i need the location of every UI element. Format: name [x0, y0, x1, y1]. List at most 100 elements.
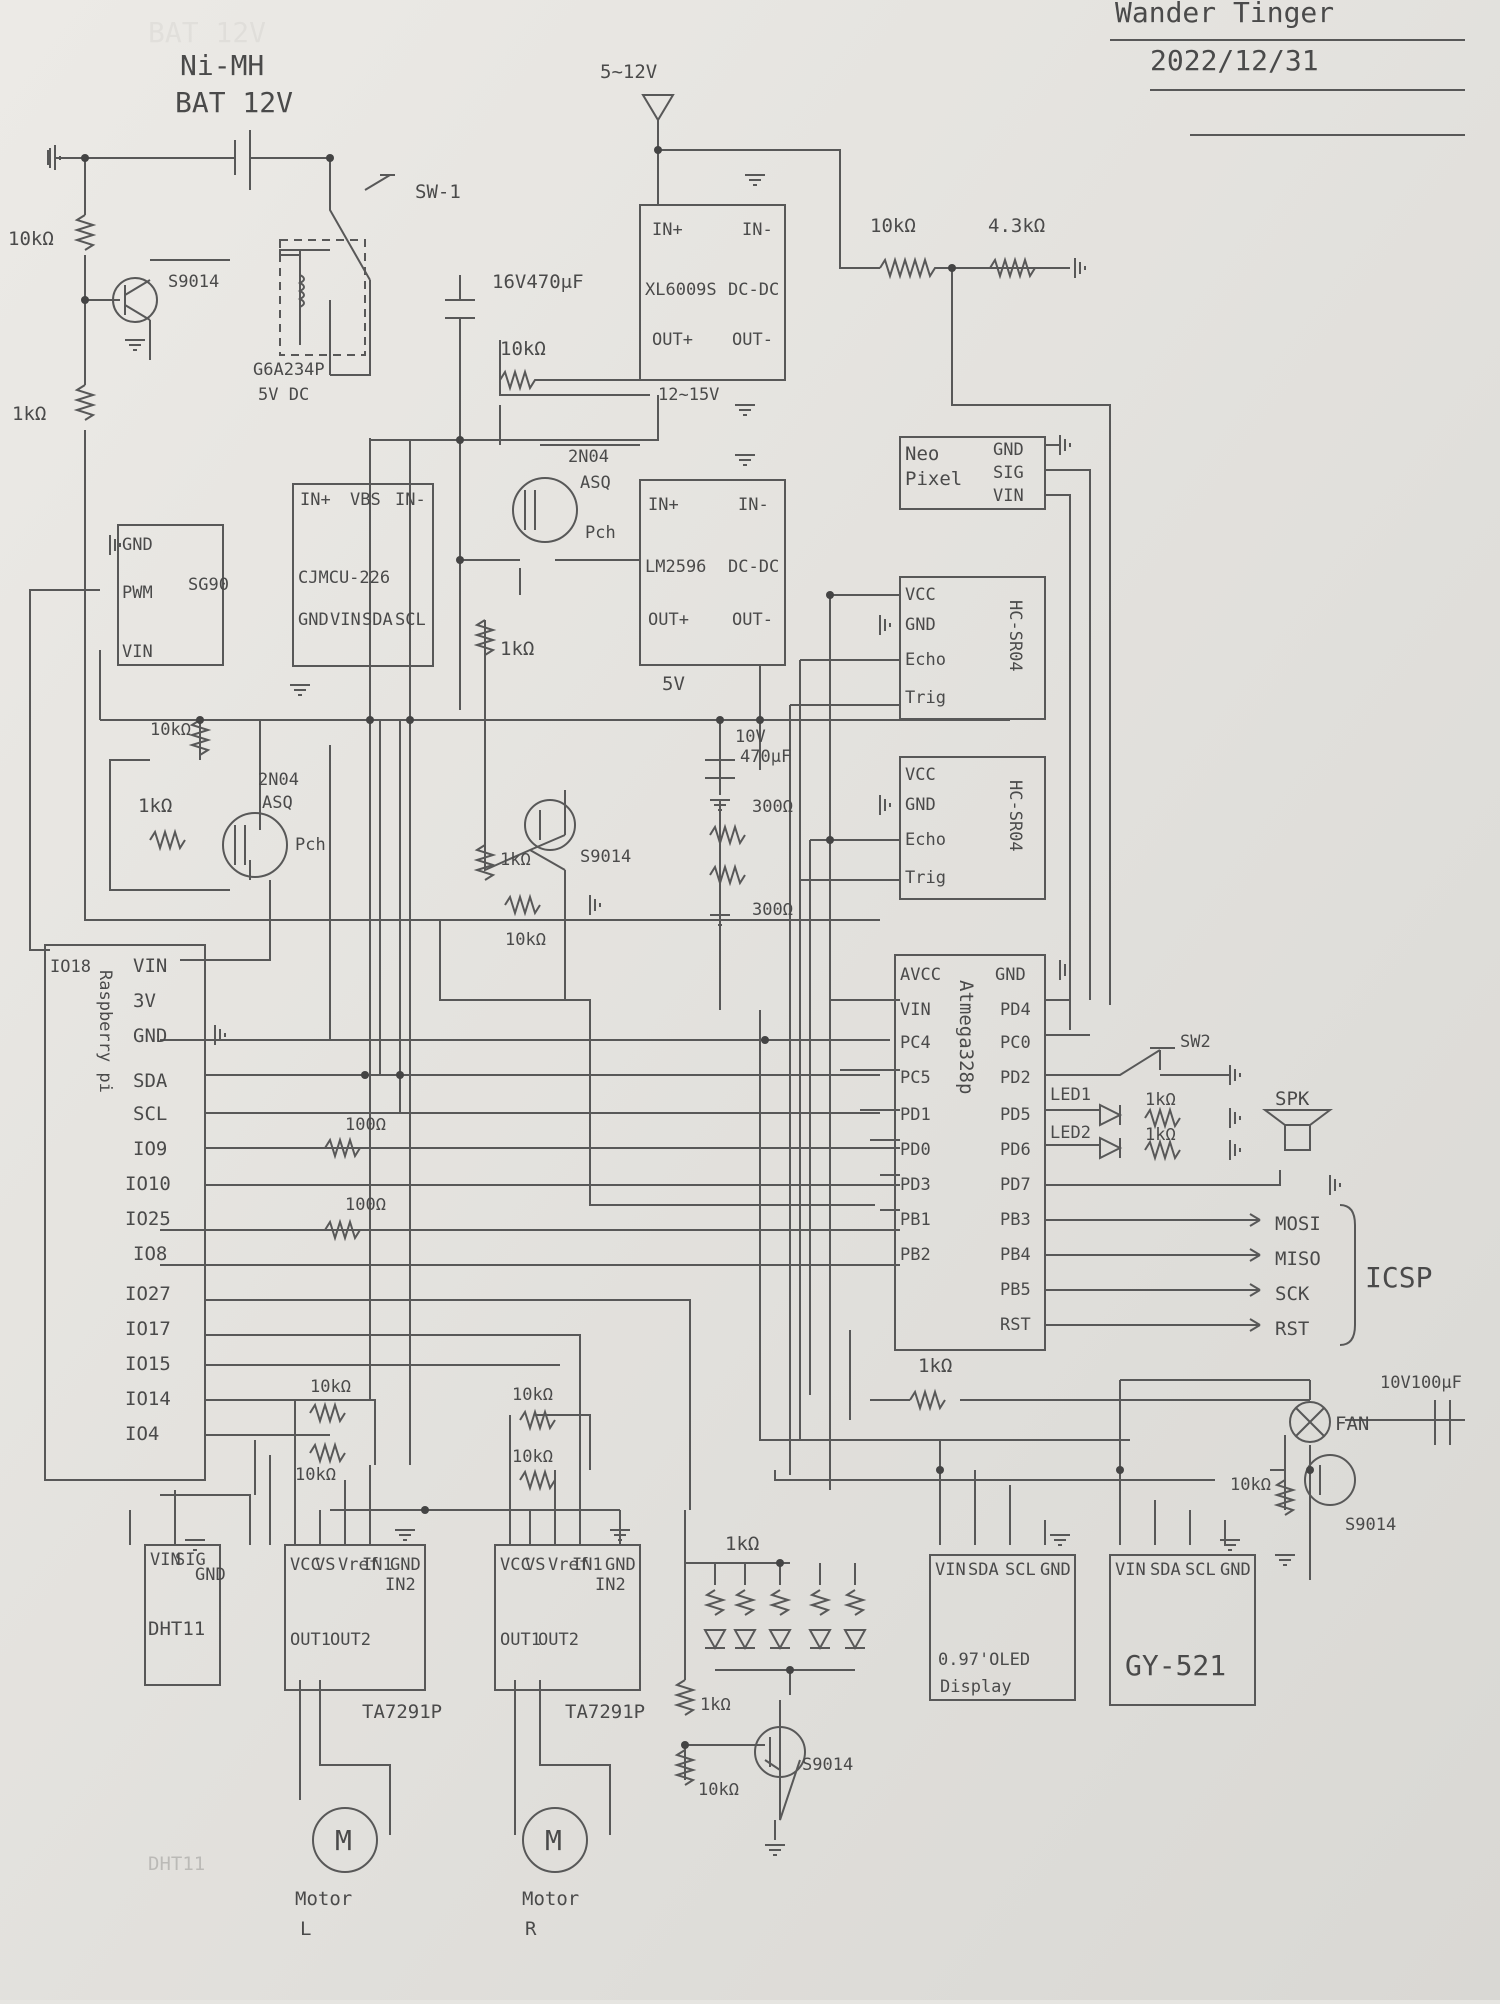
m1-label-1: 2N04 — [568, 447, 609, 467]
q2-label: S9014 — [580, 847, 631, 867]
c2-capacity: 470μF — [740, 747, 791, 767]
dht11-ghost: DHT11 — [148, 1853, 205, 1875]
lm2596-in-plus: IN+ — [648, 495, 679, 515]
motor-left-label-2: L — [300, 1918, 311, 1940]
resistor-10k-div — [879, 256, 950, 280]
r10k-m3-label: 10kΩ — [512, 1385, 553, 1405]
atmega-left-pd1: PD1 — [900, 1105, 931, 1125]
capacitor-c3 — [1434, 1400, 1451, 1445]
r1k-mid-label: 1kΩ — [500, 638, 534, 660]
r1k-led1-label: 1kΩ — [1145, 1090, 1176, 1110]
resistor-10k-gate — [499, 368, 640, 392]
oled-pin-vin: VIN — [935, 1560, 966, 1580]
hcsr04-2-name: HC-SR04 — [1005, 780, 1025, 852]
r43k-div-label: 4.3kΩ — [988, 215, 1045, 237]
hcsr04-2-gnd: GND — [905, 795, 936, 815]
raspberry-pi-module — [44, 944, 206, 1481]
rpi-pin-io8: IO8 — [133, 1243, 167, 1265]
r1k-left-label: 1kΩ — [12, 403, 46, 425]
led1-label: LED1 — [1050, 1085, 1091, 1105]
supply-input-label: 5~12V — [600, 61, 657, 83]
r10k-div-label: 10kΩ — [870, 215, 916, 237]
r100-b-label: 100Ω — [345, 1195, 386, 1215]
fan-label: FAN — [1335, 1413, 1369, 1435]
fan-icon — [1289, 1401, 1331, 1443]
icsp-mosi: MOSI — [1275, 1213, 1321, 1235]
r1k-mos-label: 1kΩ — [138, 795, 172, 817]
rpi-pin-io25: IO25 — [125, 1208, 171, 1230]
atmega-left-pd3: PD3 — [900, 1175, 931, 1195]
motor-right-label-2: R — [525, 1918, 537, 1940]
ta-right-out1: OUT1 — [500, 1630, 541, 1650]
neopixel-pin-sig: SIG — [993, 463, 1024, 483]
led2-icon — [1099, 1136, 1123, 1160]
m1-label-3: Pch — [585, 523, 616, 543]
speaker-icon — [1262, 1109, 1333, 1151]
mosfet-m2-icon — [222, 812, 288, 878]
battery-label-2: BAT 12V — [175, 86, 293, 119]
dht11-module — [144, 1544, 221, 1686]
ta-right-out2: OUT2 — [538, 1630, 579, 1650]
hcsr04-2-vcc: VCC — [905, 765, 936, 785]
led1-icon — [1099, 1103, 1123, 1127]
gy521-name: GY-521 — [1125, 1649, 1226, 1682]
gy521-pin-gnd: GND — [1220, 1560, 1251, 1580]
r1k-q2-label: 1kΩ — [500, 850, 531, 870]
mosfet-m1-icon — [512, 477, 578, 543]
ta-right-name: TA7291P — [565, 1701, 645, 1723]
r10k-m1-label: 10kΩ — [310, 1377, 351, 1397]
atmega-right-rst: RST — [1000, 1315, 1031, 1335]
ta-left-out1: OUT1 — [290, 1630, 331, 1650]
resistor-300-b — [709, 863, 746, 887]
lm2596-in-minus: IN- — [738, 495, 769, 515]
resistor-1k-mos — [149, 828, 186, 852]
r10k-fan-label: 10kΩ — [1230, 1475, 1271, 1495]
lm2596-out-plus: OUT+ — [648, 610, 689, 630]
ta-left-vcc: VCC — [290, 1555, 321, 1575]
r300-a-label: 300Ω — [752, 797, 793, 817]
c3-label: 10V100μF — [1380, 1373, 1462, 1393]
atmega-right-pd7: PD7 — [1000, 1175, 1031, 1195]
lm2596-out-label: 5V — [662, 673, 685, 695]
r10k-mos-label: 10kΩ — [150, 720, 191, 740]
atmega-right-pd2: PD2 — [1000, 1068, 1031, 1088]
atmega-left-pd0: PD0 — [900, 1140, 931, 1160]
atmega-right-pd4: PD4 — [1000, 1000, 1031, 1020]
icsp-title: ICSP — [1365, 1261, 1432, 1294]
transistor-q4-icon — [1304, 1454, 1356, 1506]
cjmcu-bottom-2: VIN — [330, 610, 361, 630]
cjmcu-bottom-3: SDA — [362, 610, 393, 630]
r1k-led2-label: 1kΩ — [1145, 1125, 1176, 1145]
motor-driver-left — [284, 1544, 426, 1691]
resistor-100-b — [324, 1218, 361, 1242]
ta-left-vs: VS — [315, 1555, 335, 1575]
atmega-right-pd5: PD5 — [1000, 1105, 1031, 1125]
atmega-name: Atmega328p — [955, 980, 977, 1094]
cjmcu-top-3: IN- — [395, 490, 426, 510]
resistor-10k-m3 — [519, 1408, 556, 1432]
icsp-miso: MISO — [1275, 1248, 1321, 1270]
r10k-m4-label: 10kΩ — [512, 1447, 553, 1467]
resistor-1k-fan — [909, 1388, 946, 1412]
atmega-right-gnd: GND — [995, 965, 1026, 985]
resistors — [73, 214, 1297, 1786]
atmega-left-pb2: PB2 — [900, 1245, 931, 1265]
cjmcu-bottom-4: SCL — [395, 610, 426, 630]
ta-right-vs: VS — [525, 1555, 545, 1575]
oled-label-2: Display — [940, 1677, 1012, 1697]
resistor-300-a — [709, 823, 746, 847]
relay-outline — [279, 239, 366, 356]
resistor-10k-qled — [673, 1749, 697, 1786]
neopixel-module — [899, 436, 1046, 510]
resistor-10k-fan — [1273, 1479, 1297, 1516]
ta-left-gnd: GND — [390, 1555, 421, 1575]
ta-left-in2: IN2 — [385, 1575, 416, 1595]
hcsr04-2-trig: Trig — [905, 868, 946, 888]
led-array-icons — [703, 1629, 867, 1651]
ta-right-gnd: GND — [605, 1555, 636, 1575]
resistor-array — [703, 1589, 867, 1616]
atmega-right-pb5: PB5 — [1000, 1280, 1031, 1300]
motor-right-label-1: Motor — [522, 1888, 579, 1910]
r10k-top-label: 10kΩ — [8, 228, 54, 250]
